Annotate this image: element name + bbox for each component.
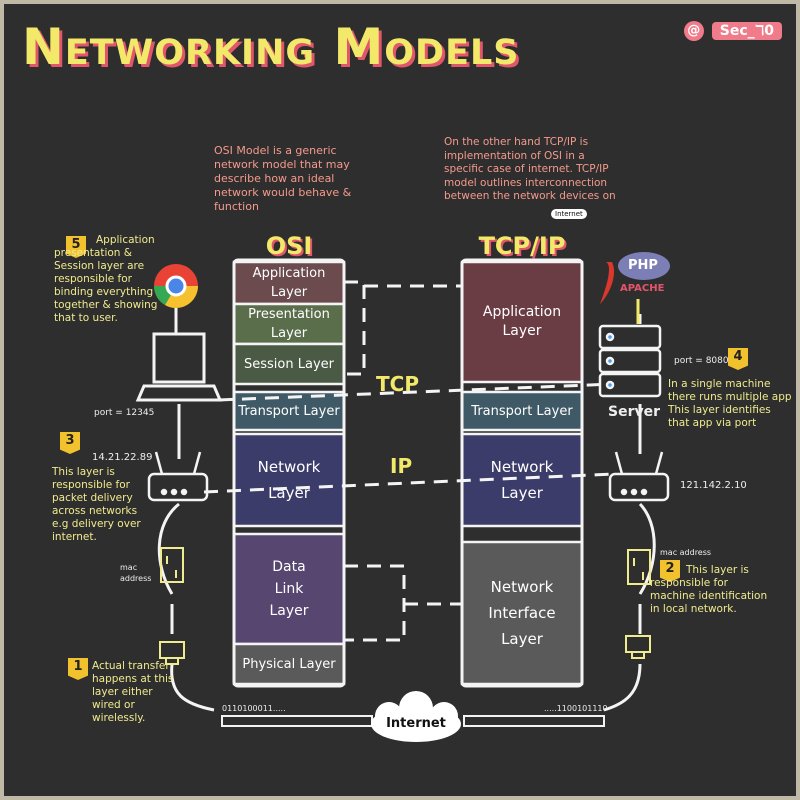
osi-session-layer: Session Layer	[244, 356, 334, 372]
author-handle: @ Sec_ℸ0	[683, 20, 782, 42]
osi-presentation-layer: Presentation Layer	[248, 307, 330, 341]
laptop-icon	[135, 332, 223, 402]
internet-cloud-icon	[371, 691, 461, 742]
page-title: Networking Models	[22, 18, 520, 76]
wire-left	[221, 715, 373, 727]
router-right-icon	[608, 451, 670, 502]
osi-network-layer: Network Layer	[257, 458, 321, 502]
mac-address-left-label: mac address	[120, 563, 152, 583]
osi-datalink-layer: Data Link Layer	[269, 559, 309, 619]
callout-2-badge: 2	[660, 560, 680, 582]
callout-3-text: This layer is responsible for packet del…	[52, 466, 141, 543]
tcp-protocol-label: TCP	[376, 372, 419, 396]
server-ip-label: 121.142.2.10	[680, 480, 747, 491]
server-icon	[598, 324, 662, 398]
osi-description: OSI Model is a generic network model tha…	[214, 144, 352, 213]
osi-physical-layer: Physical Layer	[242, 656, 336, 672]
nic-right-icon	[625, 635, 651, 659]
osi-session-block	[232, 342, 346, 386]
tcpip-netinterface-block	[460, 540, 584, 686]
chrome-icon	[154, 264, 198, 308]
php-label: PHP	[628, 258, 658, 273]
internet-label: Internet	[386, 716, 446, 731]
callout-4-badge: 4	[728, 348, 748, 370]
nic-left-icon	[159, 641, 185, 665]
mapping-dashes	[203, 280, 615, 642]
wire-right	[463, 715, 605, 727]
tcpip-transport-block	[460, 390, 584, 432]
router-left-icon	[147, 451, 209, 502]
tcpip-heading: TCP/IP	[478, 232, 566, 260]
server-label: Server	[608, 404, 661, 420]
tcpip-transport-layer: Transport Layer	[471, 403, 573, 419]
osi-transport-layer: Transport Layer	[238, 403, 340, 419]
switch-right-icon	[627, 549, 651, 585]
php-logo-icon	[618, 252, 670, 280]
switch-left-icon	[160, 547, 184, 583]
osi-heading: OSI	[265, 232, 313, 260]
callout-1-badge: 1	[68, 658, 88, 680]
client-ip-label: 14.21.22.89	[92, 452, 153, 463]
mac-address-right-label: mac address	[660, 548, 712, 557]
bits-right-label: .....1100101110	[544, 704, 608, 713]
server-port-label: port = 8080	[674, 356, 729, 366]
diagram-canvas	[135, 252, 670, 742]
callout-5-text: Application presentation & Session layer…	[54, 234, 158, 324]
tcpip-application-layer: Application Layer	[482, 304, 562, 339]
callout-4-text: In a single machine there runs multiple …	[668, 378, 792, 429]
osi-network-block	[232, 432, 346, 528]
osi-application-layer: Application Layer	[252, 266, 326, 300]
handle-name: Sec_ℸ0	[711, 22, 782, 40]
callout-3-badge: 3	[60, 432, 80, 454]
bits-left-label: 0110100011.....	[222, 704, 286, 713]
osi-column-outline	[232, 258, 346, 688]
callout-2-text: This layer is responsible for machine id…	[650, 564, 768, 615]
callout-1-text: Actual transfer happens at this layer ei…	[92, 660, 174, 724]
tcpip-netinterface-layer: Network Interface Layer	[488, 578, 556, 648]
callout-5-badge: 5	[66, 236, 86, 258]
osi-physical-block	[232, 642, 346, 686]
ip-protocol-label: IP	[390, 454, 413, 478]
apache-label: APACHE	[620, 283, 665, 294]
internet-mini-badge: Internet	[551, 209, 587, 219]
at-icon: @	[683, 21, 704, 41]
apache-feather-icon	[600, 262, 615, 304]
tcpip-description: On the other hand TCP/IP is implementati…	[444, 136, 616, 202]
tcpip-network-layer: Network Layer	[490, 458, 554, 502]
network-path-lines	[157, 304, 656, 712]
client-port-label: port = 12345	[94, 408, 155, 418]
tcpip-column-outline	[460, 258, 584, 688]
